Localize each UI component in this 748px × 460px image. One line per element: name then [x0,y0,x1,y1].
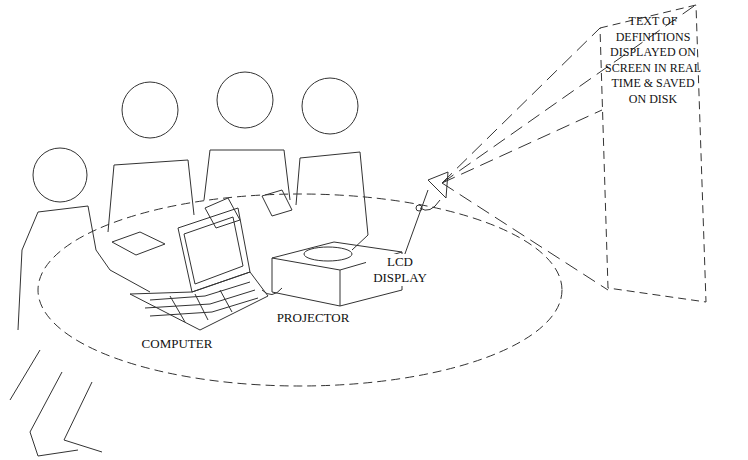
person-head [33,148,87,202]
person-body [108,160,194,232]
paper [112,232,165,255]
projection-screen: TEXT OF DEFINITIONS DISPLAYED ON SCREEN … [598,4,708,304]
person-head [217,72,273,128]
person-body [296,152,368,250]
laptop-keys [145,282,258,322]
part-label: PROJECTOR [256,310,370,326]
person-legs [30,372,78,456]
paper [262,190,292,216]
projector-top [304,247,352,261]
projector-arm [402,190,428,262]
part-label: LCD DISPLAY [366,254,434,286]
person-head [122,82,178,138]
person-body [18,206,150,330]
projector-lens [428,172,448,198]
laptop-screen [184,217,243,284]
laptop-screen [178,208,250,292]
screen-text: TEXT OF DEFINITIONS DISPLAYED ON SCREEN … [598,4,708,108]
person-body [204,150,290,200]
person-head [302,78,358,134]
part-label: COMPUTER [120,336,234,352]
person-body [10,350,40,400]
table [38,194,562,386]
laptop-keyboard [130,272,268,330]
person-legs [64,382,102,452]
